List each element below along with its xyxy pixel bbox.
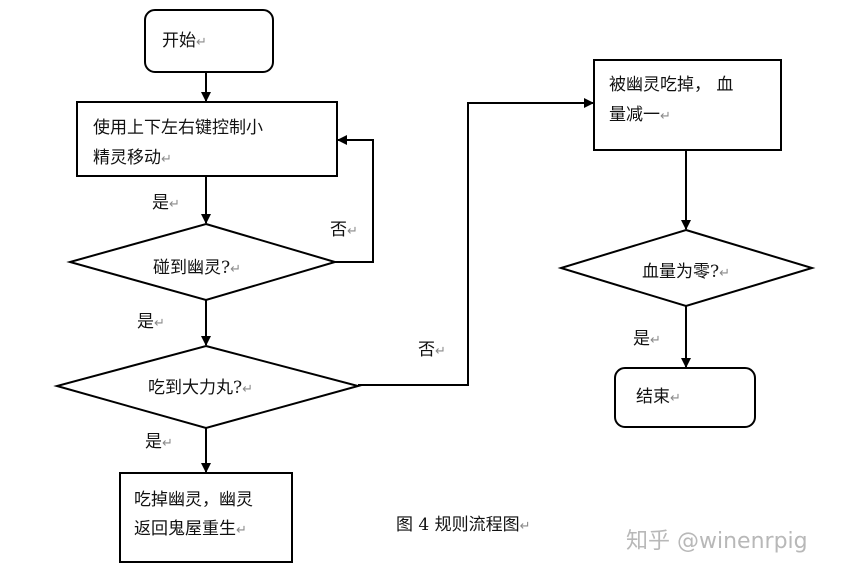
label-pill-no: 否 [418,340,435,360]
eaten-line2: 量减一 [609,105,660,125]
return-mark-icon: ↵ [242,382,253,397]
svg-text:精灵移动↵: 精灵移动↵ [93,148,172,168]
return-mark-icon: ↵ [660,109,671,124]
svg-text:否↵: 否↵ [418,340,446,360]
watermark: 知乎 @winenrpig [626,529,808,554]
label-hit-yes: 是 [137,312,154,332]
return-mark-icon: ↵ [236,523,247,538]
figure-caption: 图 4 规则流程图 [396,515,520,535]
eat-ghost-line2: 返回鬼屋重生 [134,519,236,539]
hp-zero-decision: 血量为零?↵ [557,228,816,308]
eat-pill-label: 吃到大力丸? [148,378,242,398]
svg-text:否↵: 否↵ [330,220,358,240]
label-hp-yes: 是 [633,329,650,349]
label-hit-no: 否 [330,220,347,240]
edge-hit-no-loop [335,135,374,263]
start-node: 开始↵ [144,9,274,73]
return-mark-icon: ↵ [347,224,358,239]
return-mark-icon: ↵ [670,391,681,406]
return-mark-icon: ↵ [154,316,165,331]
return-mark-icon: ↵ [169,197,180,212]
move-label-line2: 精灵移动 [93,148,161,168]
svg-text:是↵: 是↵ [145,432,173,452]
move-label-line1: 使用上下左右键控制小 [93,117,263,138]
return-mark-icon: ↵ [435,344,446,359]
svg-text:是↵: 是↵ [152,193,180,213]
return-mark-icon: ↵ [161,152,172,167]
eat-ghost-line1: 吃掉幽灵，幽灵 [134,490,253,510]
svg-text:量减一↵: 量减一↵ [609,105,671,125]
end-label: 结束 [636,387,670,407]
return-mark-icon: ↵ [196,35,207,50]
eaten-node: 被幽灵吃掉， 血 量减一↵ [593,59,782,151]
return-mark-icon: ↵ [162,436,173,451]
eat-ghost-node: 吃掉幽灵，幽灵 返回鬼屋重生↵ [119,472,293,563]
eaten-line1: 被幽灵吃掉， 血 [609,75,733,95]
svg-text:结束↵: 结束↵ [636,387,681,407]
move-node: 使用上下左右键控制小 精灵移动↵ [76,101,338,177]
return-mark-icon: ↵ [650,333,661,348]
hit-ghost-label: 碰到幽灵? [153,258,230,278]
return-mark-icon: ↵ [230,262,241,277]
svg-text:图 4 规则流程图↵: 图 4 规则流程图↵ [396,515,531,535]
hit-ghost-decision: 碰到幽灵?↵ [66,222,339,302]
svg-text:返回鬼屋重生↵: 返回鬼屋重生↵ [134,519,247,539]
eat-pill-decision: 吃到大力丸?↵ [53,344,362,430]
svg-text:吃到大力丸?↵: 吃到大力丸?↵ [148,378,253,398]
svg-text:开始↵: 开始↵ [162,31,207,51]
edge-pill-no-to-eaten [358,98,594,386]
start-label: 开始 [162,31,196,51]
end-node: 结束↵ [614,367,756,428]
svg-text:血量为零?↵: 血量为零?↵ [642,262,730,282]
label-pill-yes: 是 [145,432,162,452]
svg-text:是↵: 是↵ [137,312,165,332]
hp-zero-label: 血量为零? [642,262,719,282]
return-mark-icon: ↵ [719,266,730,281]
return-mark-icon: ↵ [520,519,531,534]
svg-text:是↵: 是↵ [633,329,661,349]
svg-text:碰到幽灵?↵: 碰到幽灵?↵ [153,258,241,278]
label-move-to-hit: 是 [152,193,169,213]
